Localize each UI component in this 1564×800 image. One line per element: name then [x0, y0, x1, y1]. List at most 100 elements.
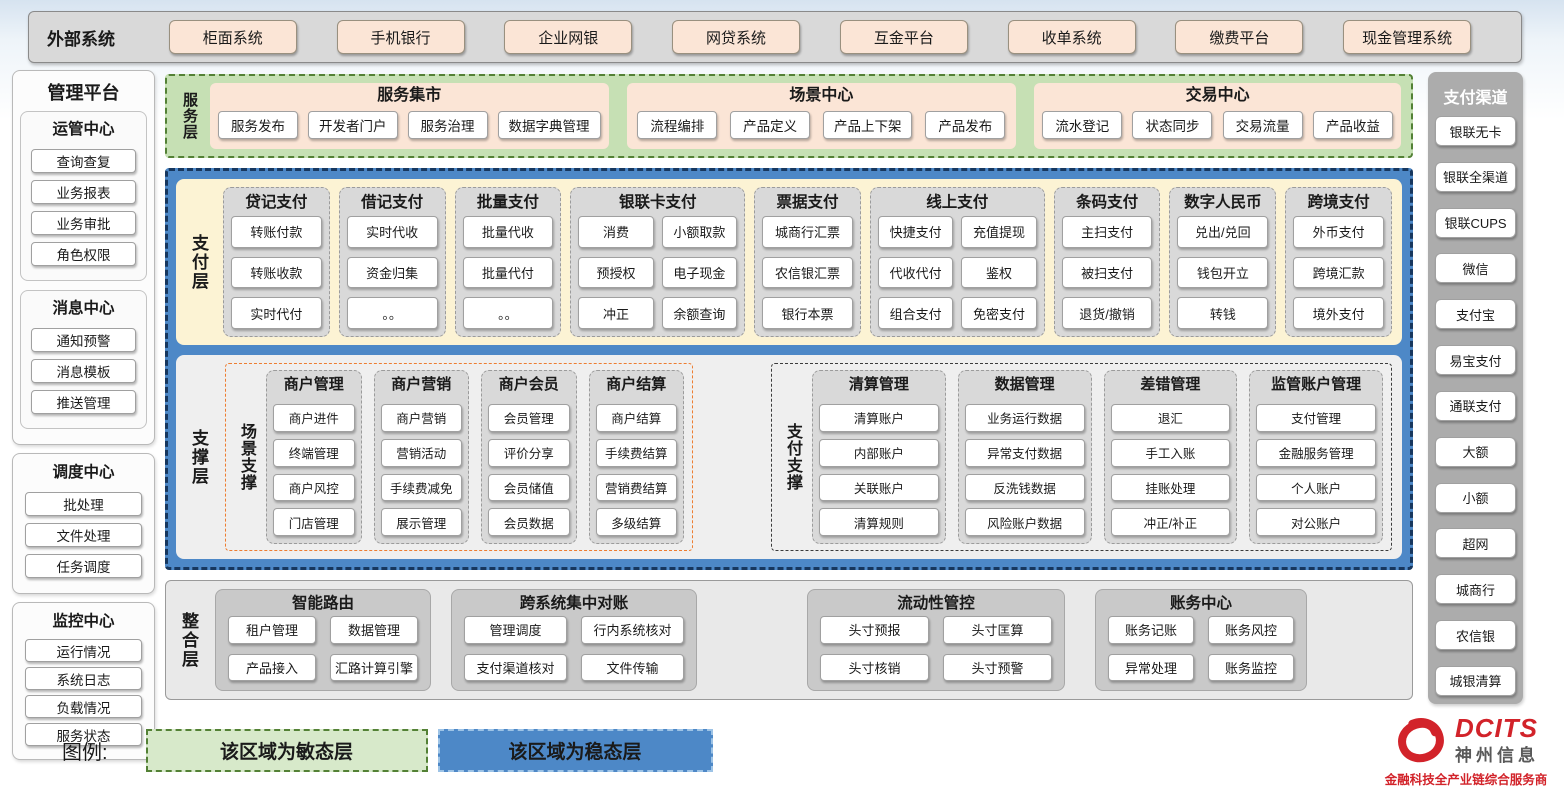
support-item-button[interactable]: 业务运行数据 [964, 404, 1085, 432]
support-item-button[interactable]: 手工入账 [1110, 438, 1231, 467]
payment-item-button[interactable]: 转账收款 [231, 256, 322, 289]
payment-item-button[interactable]: 免密支付 [961, 297, 1037, 329]
integration-item-button[interactable]: 文件传输 [581, 653, 684, 681]
payment-item-button[interactable]: 。。 [462, 297, 554, 330]
payment-channel-button[interactable]: 通联支付 [1435, 390, 1516, 421]
support-item-button[interactable]: 对公账户 [1256, 508, 1376, 536]
payment-item-button[interactable]: 代收代付 [877, 256, 954, 289]
support-item-button[interactable]: 评价分享 [488, 438, 570, 467]
support-item-button[interactable]: 商户营销 [380, 404, 462, 432]
payment-item-button[interactable]: 电子现金 [661, 256, 738, 289]
support-item-button[interactable]: 反洗钱数据 [964, 473, 1085, 502]
payment-item-button[interactable]: 批量代收 [462, 216, 554, 248]
payment-item-button[interactable]: 冲正 [578, 297, 654, 329]
payment-channel-button[interactable]: 银联全渠道 [1435, 161, 1516, 192]
support-item-button[interactable]: 内部账户 [819, 438, 939, 467]
integration-item-button[interactable]: 产品接入 [228, 653, 316, 681]
integration-item-button[interactable]: 头寸核销 [820, 653, 929, 681]
support-item-button[interactable]: 营销活动 [380, 438, 462, 467]
management-item-button[interactable]: 服务状态 [25, 723, 142, 746]
support-item-button[interactable]: 挂账处理 [1110, 473, 1231, 502]
support-item-button[interactable]: 退汇 [1110, 404, 1231, 432]
payment-item-button[interactable]: 快捷支付 [877, 216, 954, 248]
external-system-button[interactable]: 互金平台 [839, 20, 968, 54]
service-item-button[interactable]: 状态同步 [1132, 111, 1213, 139]
integration-item-button[interactable]: 异常处理 [1108, 653, 1194, 681]
service-item-button[interactable]: 服务治理 [407, 111, 488, 139]
integration-item-button[interactable]: 支付渠道核对 [464, 653, 567, 681]
external-system-button[interactable]: 手机银行 [336, 20, 465, 54]
payment-item-button[interactable]: 被扫支付 [1061, 256, 1153, 289]
integration-item-button[interactable]: 租户管理 [228, 616, 316, 644]
support-item-button[interactable]: 展示管理 [380, 508, 462, 536]
management-item-button[interactable]: 负载情况 [25, 695, 142, 718]
payment-item-button[interactable]: 兑出/兑回 [1177, 216, 1269, 248]
external-system-button[interactable]: 现金管理系统 [1343, 20, 1472, 54]
payment-item-button[interactable]: 退货/撤销 [1061, 297, 1153, 330]
service-item-button[interactable]: 服务发布 [218, 111, 298, 139]
payment-item-button[interactable]: 城商行汇票 [762, 216, 853, 248]
payment-channel-button[interactable]: 农信银 [1435, 620, 1516, 651]
integration-item-button[interactable]: 行内系统核对 [581, 616, 684, 644]
payment-item-button[interactable]: 鉴权 [961, 256, 1037, 289]
management-item-button[interactable]: 任务调度 [25, 554, 142, 578]
integration-item-button[interactable]: 账务记账 [1108, 616, 1194, 644]
payment-item-button[interactable]: 。。 [346, 297, 438, 330]
payment-item-button[interactable]: 消费 [578, 216, 654, 248]
integration-item-button[interactable]: 管理调度 [464, 616, 567, 644]
integration-item-button[interactable]: 数据管理 [330, 616, 418, 644]
integration-item-button[interactable]: 头寸预报 [820, 616, 929, 644]
service-item-button[interactable]: 流水登记 [1042, 111, 1123, 139]
payment-item-button[interactable]: 转账付款 [231, 216, 322, 248]
support-item-button[interactable]: 会员储值 [488, 473, 570, 502]
payment-item-button[interactable]: 外币支付 [1293, 216, 1385, 248]
payment-item-button[interactable]: 实时代付 [231, 297, 322, 330]
management-item-button[interactable]: 系统日志 [25, 667, 142, 690]
external-system-button[interactable]: 企业网银 [504, 20, 633, 54]
integration-item-button[interactable]: 账务风控 [1208, 616, 1294, 644]
payment-channel-button[interactable]: 银联无卡 [1435, 116, 1516, 146]
service-item-button[interactable]: 交易流量 [1222, 111, 1303, 139]
management-item-button[interactable]: 业务报表 [31, 180, 136, 204]
payment-channel-button[interactable]: 微信 [1435, 253, 1516, 284]
external-system-button[interactable]: 柜面系统 [168, 20, 297, 54]
support-item-button[interactable]: 手续费结算 [595, 438, 677, 467]
payment-item-button[interactable]: 转钱 [1177, 297, 1269, 330]
support-item-button[interactable]: 冲正/补正 [1110, 508, 1231, 536]
payment-item-button[interactable]: 充值提现 [961, 216, 1037, 248]
support-item-button[interactable]: 商户风控 [273, 473, 355, 502]
support-item-button[interactable]: 异常支付数据 [964, 438, 1085, 467]
integration-item-button[interactable]: 头寸匡算 [943, 616, 1052, 644]
payment-channel-button[interactable]: 城银清算 [1435, 665, 1516, 696]
support-item-button[interactable]: 会员管理 [488, 404, 570, 432]
payment-item-button[interactable]: 主扫支付 [1061, 216, 1153, 248]
integration-item-button[interactable]: 汇路计算引擎 [330, 653, 418, 681]
support-item-button[interactable]: 商户结算 [595, 404, 677, 432]
management-item-button[interactable]: 文件处理 [25, 523, 142, 547]
service-item-button[interactable]: 产品发布 [925, 111, 1006, 139]
support-item-button[interactable]: 金融服务管理 [1256, 438, 1376, 467]
payment-channel-button[interactable]: 银联CUPS [1435, 207, 1516, 238]
management-item-button[interactable]: 业务审批 [31, 211, 136, 235]
management-item-button[interactable]: 批处理 [25, 492, 142, 516]
external-system-button[interactable]: 网贷系统 [672, 20, 801, 54]
support-item-button[interactable]: 清算账户 [819, 404, 939, 432]
payment-item-button[interactable]: 境外支付 [1293, 297, 1385, 330]
payment-channel-button[interactable]: 超网 [1435, 528, 1516, 559]
payment-item-button[interactable]: 银行本票 [762, 297, 853, 330]
support-item-button[interactable]: 关联账户 [819, 473, 939, 502]
payment-channel-button[interactable]: 大额 [1435, 436, 1516, 467]
service-item-button[interactable]: 数据字典管理 [497, 111, 601, 139]
payment-item-button[interactable]: 资金归集 [346, 256, 438, 289]
support-item-button[interactable]: 支付管理 [1256, 404, 1376, 432]
support-item-button[interactable]: 会员数据 [488, 508, 570, 536]
integration-item-button[interactable]: 头寸预警 [943, 653, 1052, 681]
service-item-button[interactable]: 产品上下架 [822, 111, 913, 139]
payment-channel-button[interactable]: 小额 [1435, 482, 1516, 513]
support-item-button[interactable]: 门店管理 [273, 508, 355, 536]
payment-channel-button[interactable]: 易宝支付 [1435, 345, 1516, 376]
support-item-button[interactable]: 风险账户数据 [964, 508, 1085, 536]
external-system-button[interactable]: 缴费平台 [1175, 20, 1304, 54]
service-item-button[interactable]: 产品定义 [730, 111, 811, 139]
support-item-button[interactable]: 终端管理 [273, 438, 355, 467]
